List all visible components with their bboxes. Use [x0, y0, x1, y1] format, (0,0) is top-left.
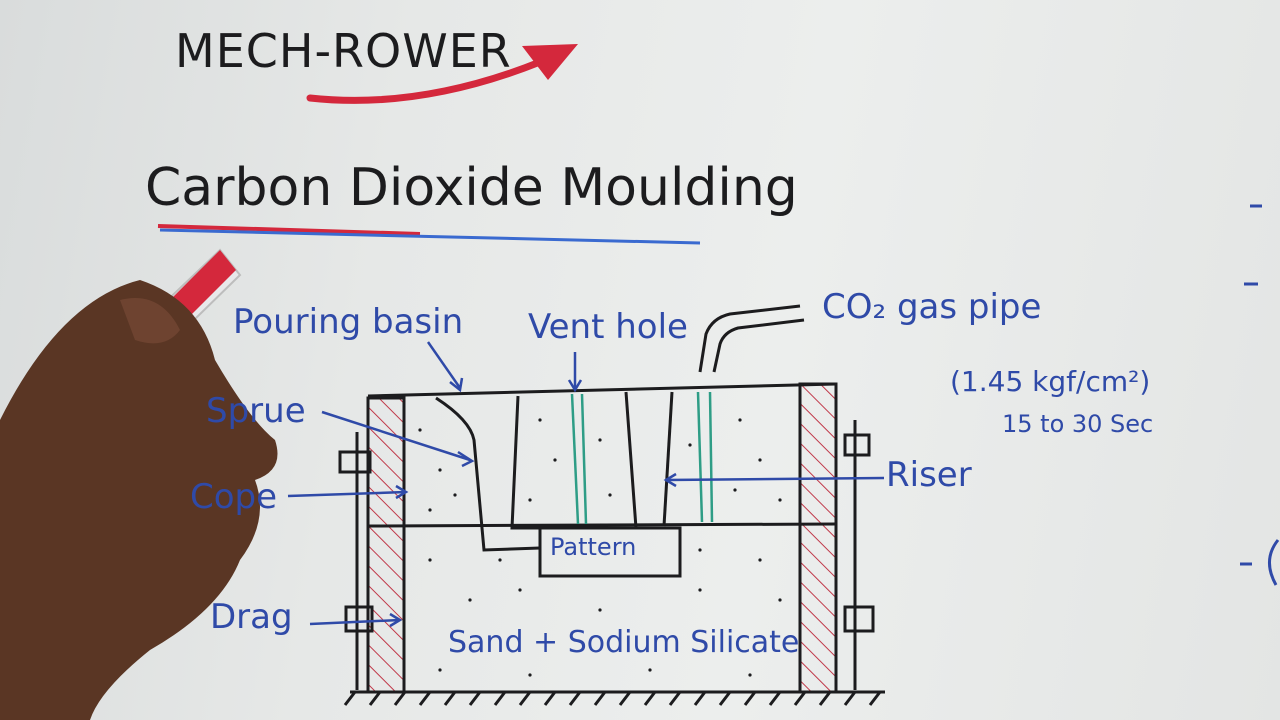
label-pressure: (1.45 kgf/cm²) [950, 365, 1151, 398]
label-duration: 15 to 30 Sec [1002, 410, 1154, 438]
brand-logo-text: MECH-ROWER [175, 24, 512, 78]
riser-block [662, 391, 674, 527]
pattern-box [538, 526, 682, 578]
label-arrows [287, 341, 885, 628]
label-riser: Riser [886, 455, 972, 495]
vent-hole-2 [580, 393, 588, 525]
sand-dots [418, 418, 782, 677]
clamp-left [338, 432, 374, 690]
flask-wall-left [366, 396, 406, 694]
label-pouring-basin: Pouring basin [233, 302, 464, 342]
brand-arrow [306, 44, 578, 104]
ground-line [343, 690, 885, 706]
flask-wall-right [798, 382, 838, 694]
riser-vent-2 [708, 391, 714, 523]
label-cope: Cope [190, 477, 278, 517]
clamp-right [843, 420, 875, 690]
label-mixture: Sand + Sodium Silicate [448, 625, 800, 660]
page-title: Carbon Dioxide Moulding [145, 158, 798, 218]
parting-line [367, 522, 837, 528]
vent-hole [570, 393, 580, 525]
co2-gas-pipe [698, 304, 805, 373]
title-underline-red [157, 224, 421, 236]
hand-with-marker [0, 248, 278, 720]
label-sprue: Sprue [206, 391, 306, 431]
cope-top-line [367, 382, 837, 398]
pouring-basin-sprue [435, 396, 541, 552]
label-co2-gas-pipe: CO₂ gas pipe [822, 287, 1042, 327]
title-underline-blue [159, 228, 701, 245]
label-vent-hole: Vent hole [528, 307, 688, 347]
label-drag: Drag [210, 597, 293, 637]
riser-vent [696, 391, 704, 523]
label-pattern: Pattern [550, 533, 637, 561]
right-edge-marks [1240, 204, 1280, 586]
